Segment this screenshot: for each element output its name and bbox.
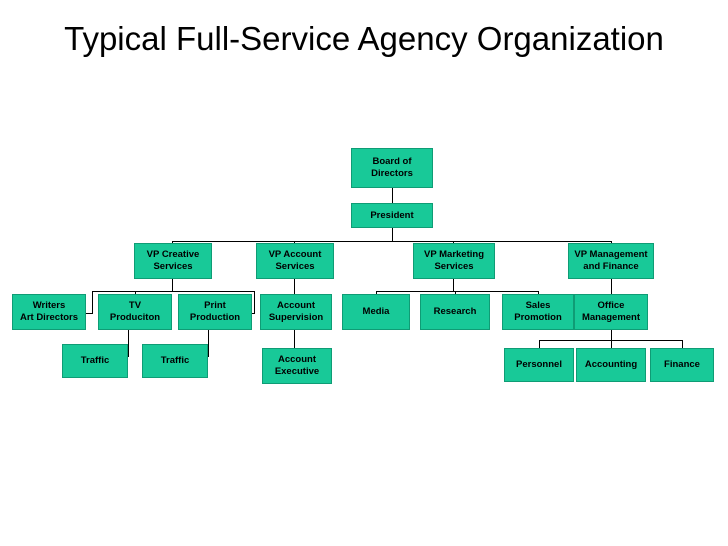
node-traffic-creative[interactable]: Traffic [62,344,128,378]
node-label: Traffic [160,355,190,366]
connector-office-drop [611,330,612,340]
node-label: Media [362,306,390,317]
connector-vp-bus [172,241,612,242]
node-label: Accounting [584,359,638,370]
connector-creative-print-stub [252,313,255,314]
node-vp-marketing-services[interactable]: VP Marketing Services [413,243,495,279]
connector-office-to-accounting [611,340,612,348]
connector-tv-to-traffic [128,330,129,356]
connector-marketing-bus [376,291,538,292]
node-label: Office Management [581,300,641,323]
connector-vp-account-to-supervision [294,279,295,294]
connector-vp-management-to-office [611,279,612,294]
node-label: Traffic [80,355,110,366]
node-label: Sales Promotion [514,300,562,323]
connector-marketing-to-sales [538,291,539,295]
node-label: President [370,209,414,221]
node-office-management[interactable]: Office Management [574,294,648,330]
node-account-supervision[interactable]: Account Supervision [260,294,332,330]
node-label: Account Executive [274,354,320,377]
node-vp-account-services[interactable]: VP Account Services [256,243,334,279]
connector-creative-bus [92,291,255,292]
connector-creative-to-print [254,291,255,313]
node-tv-production[interactable]: TV Produciton [98,294,172,330]
node-label: Board of Directors [371,156,413,179]
node-vp-management-and-finance[interactable]: VP Management and Finance [568,243,654,279]
page-title: Typical Full-Service Agency Organization [64,20,664,57]
connector-vp-marketing-drop [453,279,454,291]
connector-marketing-to-media [376,291,377,295]
connector-marketing-to-research [455,291,456,295]
connector-president-drop [392,228,393,241]
node-label: VP Account Services [268,249,322,272]
connector-office-to-personnel [539,340,540,348]
connector-supervision-to-executive [294,330,295,348]
node-label: Writers Art Directors [19,300,79,323]
node-accounting[interactable]: Accounting [576,348,646,382]
connector-creative-to-tv [135,291,136,295]
node-label: Finance [664,359,700,370]
node-label: VP Marketing Services [423,249,484,272]
node-sales-promotion[interactable]: Sales Promotion [502,294,574,330]
node-label: Account Supervision [268,300,324,323]
node-media[interactable]: Media [342,294,410,330]
node-label: Print Production [189,300,241,323]
node-label: VP Creative Services [146,249,200,272]
node-traffic-print[interactable]: Traffic [142,344,208,378]
node-label: Research [433,306,477,317]
connector-creative-bus-left [92,291,93,313]
node-personnel[interactable]: Personnel [504,348,574,382]
node-account-executive[interactable]: Account Executive [262,348,332,384]
node-print-production[interactable]: Print Production [178,294,252,330]
node-board-of-directors[interactable]: Board of Directors [351,148,433,188]
connector-board-president [392,188,393,203]
connector-creative-to-writers [86,313,93,314]
node-label: Personnel [516,359,562,370]
connector-vp-creative-drop [172,279,173,291]
connector-print-to-traffic [208,330,209,356]
connector-office-to-finance [682,340,683,348]
node-label: TV Produciton [109,300,161,323]
node-writers-art-directors[interactable]: Writers Art Directors [12,294,86,330]
node-label: VP Management and Finance [574,249,648,272]
node-president[interactable]: President [351,203,433,228]
node-finance[interactable]: Finance [650,348,714,382]
node-vp-creative-services[interactable]: VP Creative Services [134,243,212,279]
node-research[interactable]: Research [420,294,490,330]
